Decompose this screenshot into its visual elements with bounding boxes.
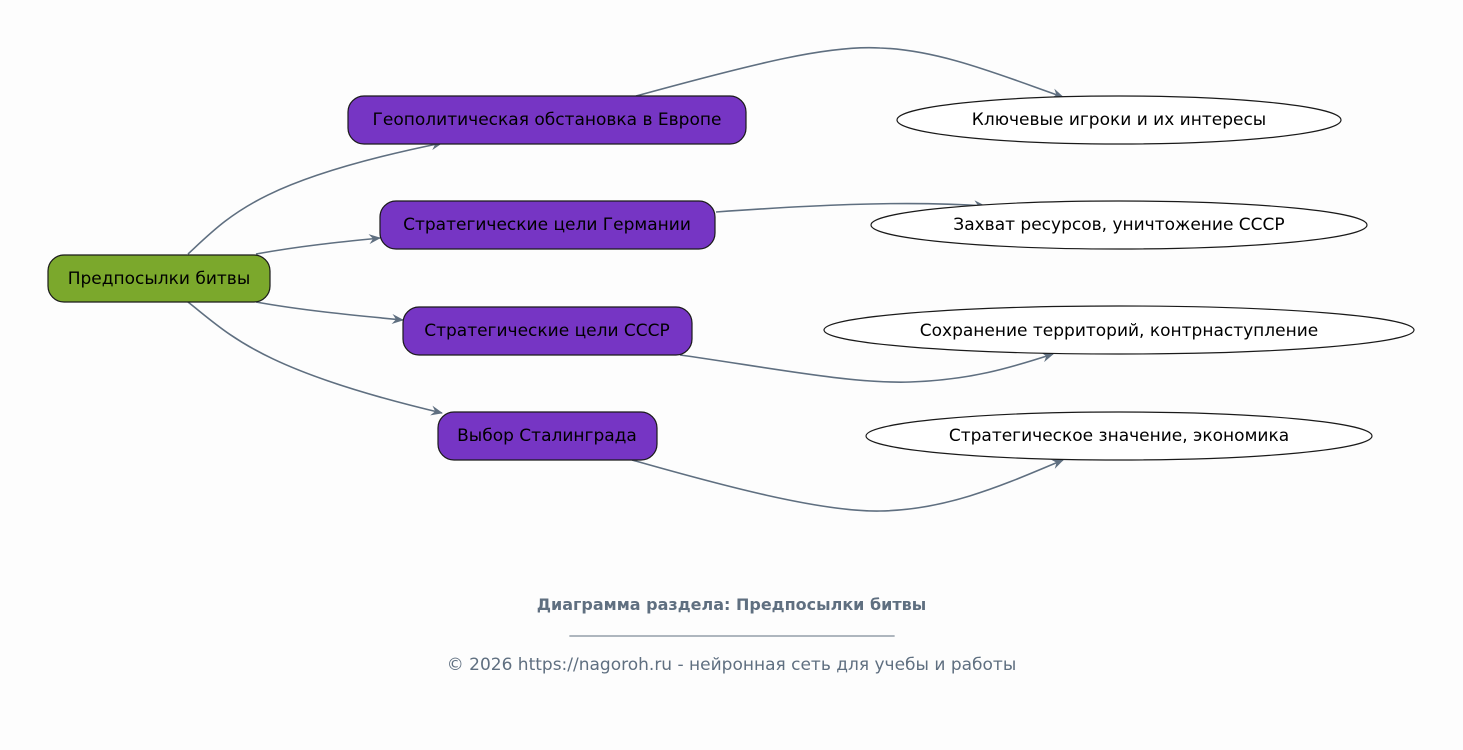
node-l2[interactable]: Захват ресурсов, уничтожение СССР [870,200,1368,250]
edge-c2-l2 [715,200,986,213]
diagram-caption-title: Диаграмма раздела: Предпосылки битвы [536,595,927,614]
edge-c4-l4 [631,459,1064,512]
node-c4[interactable]: Выбор Сталинграда [437,411,658,461]
node-c3-box [402,306,693,356]
node-root[interactable]: Предпосылки битвы [47,254,271,303]
node-l3-label: Сохранение территорий, контрнаступление [920,321,1319,341]
node-l1-label: Ключевые игроки и их интересы [972,110,1266,130]
node-c1-box [347,95,747,145]
node-l2-label: Захват ресурсов, уничтожение СССР [953,215,1284,235]
edge-root-c1 [187,140,443,255]
node-c2-box [379,200,716,250]
node-c4-box [437,411,658,461]
caption-divider: ________________________________________… [569,621,895,637]
edge-root-c3 [255,301,404,324]
edge-root-c2 [255,234,381,255]
node-l4[interactable]: Стратегическое значение, экономика [865,411,1373,461]
edge-c3-l3 [679,352,1054,383]
node-c3-label: Стратегические цели СССР [424,321,670,341]
node-l3[interactable]: Сохранение территорий, контрнаступление [823,305,1415,355]
node-l2-shape [870,200,1368,250]
node-l1-shape [896,95,1342,145]
node-l3-shape [823,305,1415,355]
node-l4-shape [865,411,1373,461]
copyright-text: © 2026 https://nagoroh.ru - нейронная се… [446,655,1017,675]
node-c1-label: Геополитическая обстановка в Европе [373,110,722,130]
node-l4-label: Стратегическое значение, экономика [949,426,1289,446]
node-c3[interactable]: Стратегические цели СССР [402,306,693,356]
node-c2[interactable]: Стратегические цели Германии [379,200,716,250]
node-c4-label: Выбор Сталинграда [457,426,637,446]
node-l1[interactable]: Ключевые игроки и их интересы [896,95,1342,145]
node-c1[interactable]: Геополитическая обстановка в Европе [347,95,747,145]
edge-c1-l1 [635,46,1064,99]
edge-root-c4 [187,301,443,416]
node-c2-label: Стратегические цели Германии [403,215,691,235]
node-root-box [47,254,271,303]
node-root-label: Предпосылки битвы [68,269,251,289]
